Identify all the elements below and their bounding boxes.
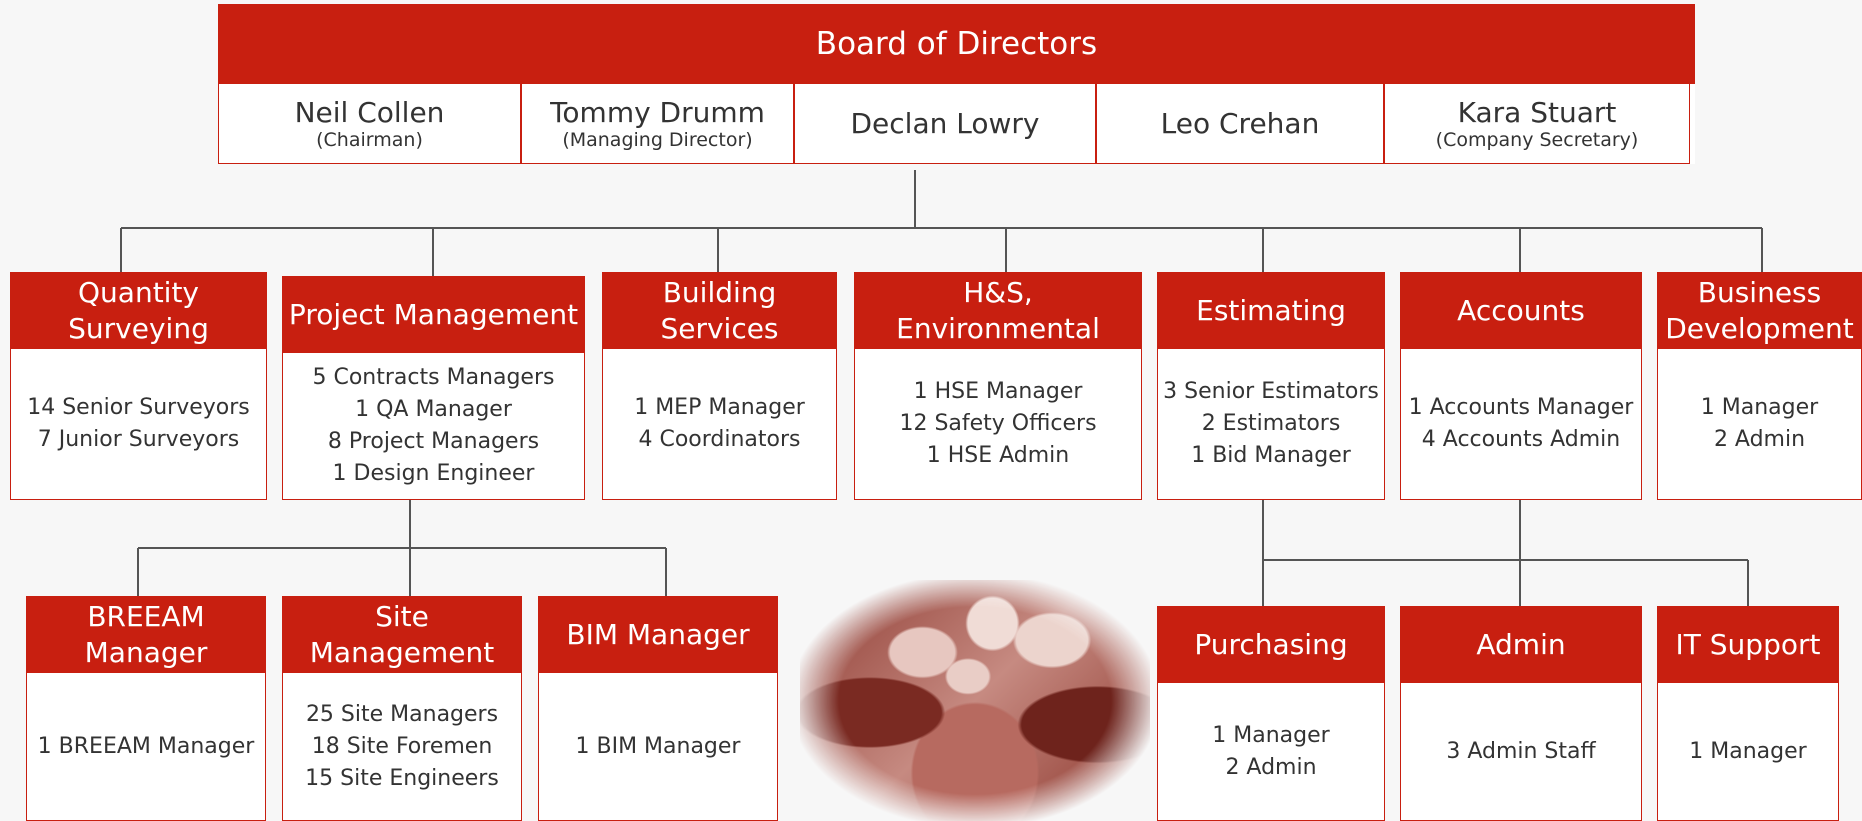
staff-line: 1 Manager: [1700, 395, 1819, 420]
dept-staff: 1 BREEAM Manager: [27, 673, 265, 820]
dept-staff: 3 Senior Estimators 2 Estimators 1 Bid M…: [1158, 349, 1384, 499]
dept-title: Purchasing: [1157, 606, 1385, 683]
staff-line: 12 Safety Officers: [899, 411, 1097, 436]
dept-staff: 1 Manager 2 Admin: [1158, 683, 1384, 820]
staff-line: 18 Site Foremen: [311, 733, 493, 759]
dept-title: Admin: [1400, 606, 1642, 683]
staff-line: 3 Admin Staff: [1446, 738, 1596, 764]
member-role: (Managing Director): [562, 128, 753, 151]
board-member-leo-crehan: Leo Crehan: [1096, 84, 1384, 164]
staff-line: 15 Site Engineers: [305, 765, 499, 791]
staff-line: 7 Junior Surveyors: [37, 427, 240, 452]
dept-staff: 1 BIM Manager: [539, 673, 777, 820]
dept-staff: 1 Manager: [1658, 683, 1838, 820]
dept-title: H&S, Environmental: [854, 272, 1142, 349]
dept-title: Project Management: [282, 276, 585, 353]
staff-line: 1 BREEAM Manager: [37, 733, 255, 759]
board-member-declan-lowry: Declan Lowry: [794, 84, 1096, 164]
board-member-kara-stuart: Kara Stuart (Company Secretary): [1384, 84, 1690, 164]
dept-it-support: IT Support 1 Manager: [1657, 606, 1839, 821]
dept-staff: 1 MEP Manager 4 Coordinators: [603, 349, 836, 499]
dept-staff: 1 Manager 2 Admin: [1658, 349, 1861, 499]
dept-site-management: Site Management 25 Site Managers 18 Site…: [282, 596, 522, 821]
dept-business-development: Business Development 1 Manager 2 Admin: [1657, 272, 1862, 500]
dept-title: Quantity Surveying: [10, 272, 267, 349]
dept-purchasing: Purchasing 1 Manager 2 Admin: [1157, 606, 1385, 821]
dept-staff: 25 Site Managers 18 Site Foremen 15 Site…: [283, 673, 521, 820]
board-title: Board of Directors: [218, 4, 1695, 84]
dept-estimating: Estimating 3 Senior Estimators 2 Estimat…: [1157, 272, 1385, 500]
staff-line: 1 Manager: [1689, 738, 1807, 764]
member-name: Kara Stuart: [1457, 95, 1617, 129]
staff-line: 2 Estimators: [1201, 411, 1341, 436]
dept-title: Business Development: [1657, 272, 1862, 349]
staff-line: 5 Contracts Managers: [312, 365, 555, 390]
dept-title: BIM Manager: [538, 596, 778, 673]
staff-line: 1 Design Engineer: [332, 461, 535, 486]
dept-staff: 14 Senior Surveyors 7 Junior Surveyors: [11, 349, 266, 499]
staff-line: 1 HSE Manager: [913, 379, 1083, 404]
dept-bim-manager: BIM Manager 1 BIM Manager: [538, 596, 778, 821]
dept-staff: 5 Contracts Managers 1 QA Manager 8 Proj…: [283, 353, 584, 499]
staff-line: 2 Admin: [1713, 427, 1806, 452]
dept-title: BREEAM Manager: [26, 596, 266, 673]
dept-title: Building Services: [602, 272, 837, 349]
staff-line: 8 Project Managers: [327, 429, 540, 454]
dept-title: Estimating: [1157, 272, 1385, 349]
staff-line: 4 Coordinators: [638, 427, 801, 452]
member-role: (Chairman): [316, 128, 423, 151]
staff-line: 1 BIM Manager: [575, 733, 741, 759]
dept-quantity-surveying: Quantity Surveying 14 Senior Surveyors 7…: [10, 272, 267, 500]
member-name: Leo Crehan: [1160, 106, 1320, 140]
member-role: (Company Secretary): [1435, 128, 1639, 151]
member-name: Declan Lowry: [850, 106, 1040, 140]
dept-hs-environmental: H&S, Environmental 1 HSE Manager 12 Safe…: [854, 272, 1142, 500]
board-member-tommy-drumm: Tommy Drumm (Managing Director): [521, 84, 794, 164]
member-name: Tommy Drumm: [550, 95, 765, 129]
dept-staff: 3 Admin Staff: [1401, 683, 1641, 820]
staff-line: 1 MEP Manager: [634, 395, 805, 420]
dept-title: Site Management: [282, 596, 522, 673]
dept-admin: Admin 3 Admin Staff: [1400, 606, 1642, 821]
dept-staff: 1 HSE Manager 12 Safety Officers 1 HSE A…: [855, 349, 1141, 499]
dept-title: IT Support: [1657, 606, 1839, 683]
staff-line: 1 Bid Manager: [1191, 443, 1351, 468]
dept-project-management: Project Management 5 Contracts Managers …: [282, 276, 585, 500]
construction-workers-photo: [800, 580, 1150, 821]
member-name: Neil Collen: [294, 95, 445, 129]
board-of-directors: Board of Directors Neil Collen (Chairman…: [218, 4, 1695, 164]
board-members-row: Neil Collen (Chairman) Tommy Drumm (Mana…: [218, 84, 1695, 164]
staff-line: 25 Site Managers: [305, 701, 499, 727]
dept-staff: 1 Accounts Manager 4 Accounts Admin: [1401, 349, 1641, 499]
staff-line: 1 Accounts Manager: [1408, 395, 1634, 420]
board-member-neil-collen: Neil Collen (Chairman): [218, 84, 521, 164]
staff-line: 1 QA Manager: [355, 397, 512, 422]
staff-line: 14 Senior Surveyors: [27, 395, 250, 420]
dept-breeam-manager: BREEAM Manager 1 BREEAM Manager: [26, 596, 266, 821]
staff-line: 1 HSE Admin: [926, 443, 1070, 468]
dept-accounts: Accounts 1 Accounts Manager 4 Accounts A…: [1400, 272, 1642, 500]
staff-line: 4 Accounts Admin: [1421, 427, 1621, 452]
staff-line: 2 Admin: [1225, 754, 1317, 780]
staff-line: 1 Manager: [1212, 722, 1330, 748]
staff-line: 3 Senior Estimators: [1163, 379, 1379, 404]
dept-building-services: Building Services 1 MEP Manager 4 Coordi…: [602, 272, 837, 500]
dept-title: Accounts: [1400, 272, 1642, 349]
